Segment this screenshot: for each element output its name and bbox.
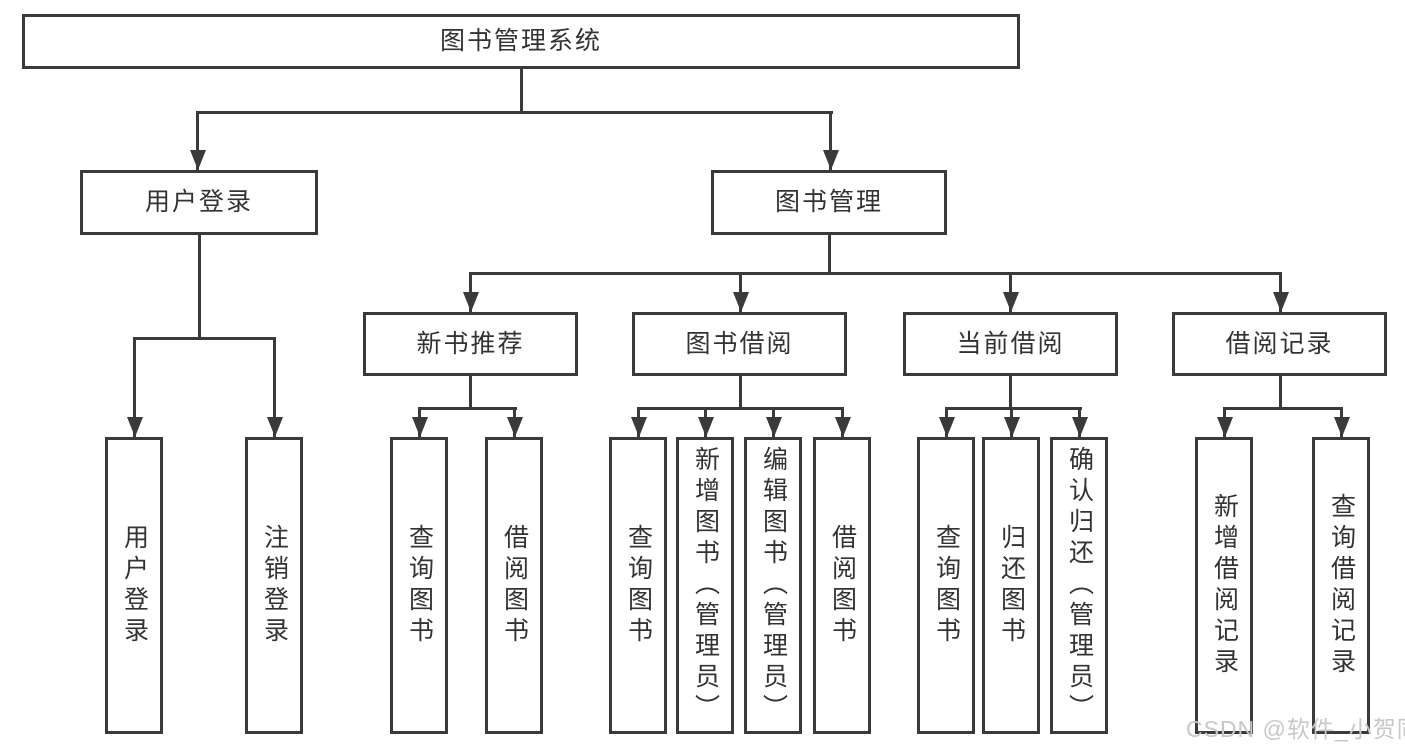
node-book-borrow: 图书借阅 (632, 312, 847, 376)
arrow-down-icon (841, 407, 844, 437)
arrow-down-icon (704, 407, 707, 437)
connector-bookborrow-bar (637, 407, 844, 410)
connector-bookborrow-stem (739, 375, 742, 410)
arrow-down-icon (637, 407, 640, 437)
connector-bookmgmt-bar (469, 272, 1282, 275)
arrow-down-icon (945, 407, 948, 437)
connector-borrowrecords-stem (1279, 375, 1282, 410)
node-leaf-query-books-current: 查询图书 (917, 437, 975, 734)
connector-currentborrow-stem (1009, 375, 1012, 410)
arrow-down-icon (1009, 272, 1012, 312)
arrow-down-icon (196, 111, 199, 170)
connector-root-stem (520, 68, 523, 112)
connector-bookmgmt-stem (828, 234, 831, 275)
arrow-down-icon (739, 272, 742, 312)
arrow-down-icon (469, 272, 472, 312)
connector-newbook-bar (418, 407, 517, 410)
arrow-down-icon (1279, 272, 1282, 312)
arrow-down-icon (1078, 407, 1081, 437)
arrow-down-icon (1340, 407, 1343, 437)
connector-userlogin-stem (198, 234, 201, 338)
node-leaf-edit-book-admin: 编辑图书（管理员） (744, 437, 802, 734)
node-leaf-query-books-recommend: 查询图书 (390, 437, 448, 734)
node-leaf-borrow-books-recommend: 借阅图书 (485, 437, 543, 734)
node-leaf-add-book-admin: 新增图书（管理员） (676, 437, 734, 734)
node-leaf-query-borrow-record: 查询借阅记录 (1312, 437, 1370, 734)
arrow-down-icon (829, 111, 832, 170)
node-current-borrow: 当前借阅 (903, 312, 1118, 376)
arrow-down-icon (1010, 407, 1013, 437)
node-leaf-add-borrow-record: 新增借阅记录 (1195, 437, 1253, 734)
node-book-management: 图书管理 (711, 170, 947, 235)
node-leaf-user-login: 用户登录 (105, 437, 163, 734)
arrow-down-icon (1223, 407, 1226, 437)
node-library-management-system: 图书管理系统 (22, 14, 1020, 69)
node-borrow-records: 借阅记录 (1172, 312, 1387, 376)
node-leaf-return-book: 归还图书 (982, 437, 1040, 734)
csdn-watermark: CSDN @软件_小贺同学 (1186, 716, 1405, 742)
node-leaf-logout: 注销登录 (245, 437, 303, 734)
arrow-down-icon (133, 337, 136, 437)
node-leaf-query-books-borrow: 查询图书 (609, 437, 667, 734)
connector-borrowrecords-bar (1223, 407, 1343, 410)
arrow-down-icon (513, 407, 516, 437)
connector-newbook-stem (469, 375, 472, 410)
node-leaf-confirm-return-admin: 确认归还（管理员） (1050, 437, 1108, 734)
node-user-login: 用户登录 (80, 170, 318, 235)
node-new-book-recommend: 新书推荐 (363, 312, 578, 376)
arrow-down-icon (418, 407, 421, 437)
node-leaf-borrow-books: 借阅图书 (813, 437, 871, 734)
connector-root-bar (196, 111, 833, 114)
connector-userlogin-bar (133, 337, 276, 340)
arrow-down-icon (273, 337, 276, 437)
arrow-down-icon (772, 407, 775, 437)
connector-currentborrow-bar (945, 407, 1082, 410)
